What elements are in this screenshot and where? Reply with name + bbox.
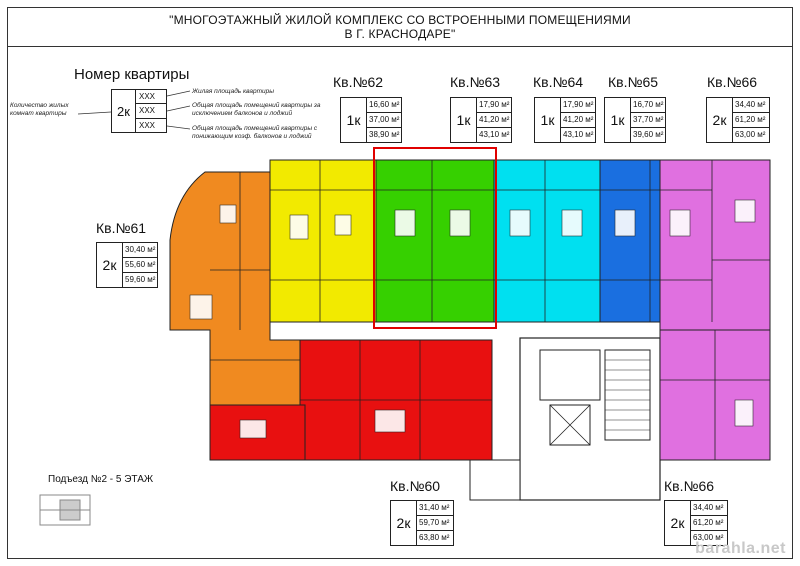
apartment-64-total-coef: 43,10 м² — [563, 130, 594, 139]
apartment-65-living: 16,70 м² — [631, 98, 665, 113]
stairwell — [539, 349, 601, 401]
apartment-62-rooms: 1к — [341, 98, 367, 142]
watermark: barahla.net — [695, 540, 786, 557]
legend-note-3: Общая площадь помещений квартиры с пониж… — [192, 125, 318, 140]
highlight-frame — [373, 147, 497, 329]
apartment-65-total: 37,70 м² — [631, 113, 665, 128]
apartment-66-rooms: 2к — [707, 98, 733, 142]
apartment-64-area — [493, 159, 601, 323]
legend-rooms-label: Количество жилых комнат квартиры — [10, 102, 69, 117]
apartment-66-lower-total-coef: 63,00 м² — [693, 533, 724, 542]
apartment-63-title: Кв.№63 — [450, 74, 501, 90]
apartment-64-rooms: 1к — [535, 98, 561, 142]
apartment-66-lower-rooms: 2к — [665, 501, 691, 545]
apartment-64-title: Кв.№64 — [533, 74, 584, 90]
apartment-63-total: 41,20 м² — [477, 113, 511, 128]
apartment-66-info: 2к 34,40 м² 61,20 м² 63,00 м² — [706, 97, 770, 143]
apartment-65-info: 1к 16,70 м² 37,70 м² 39,60 м² — [604, 97, 666, 143]
apartment-62-total: 37,00 м² — [367, 113, 401, 128]
apartment-63-info: 1к 17,90 м² 41,20 м² 43,10 м² — [450, 97, 512, 143]
apartment-65-rooms: 1к — [605, 98, 631, 142]
apartment-63-rooms: 1к — [451, 98, 477, 142]
legend-note-2: Общая площадь помещений квартиры за искл… — [192, 102, 321, 117]
apartment-60-rooms: 2к — [391, 501, 417, 545]
apartment-66-title: Кв.№66 — [707, 74, 758, 90]
apartment-66-lower-title: Кв.№66 — [664, 478, 715, 494]
apartment-66-total: 61,20 м² — [733, 113, 769, 128]
apartment-66-living: 34,40 м² — [733, 98, 769, 113]
legend-rooms: 2к — [112, 90, 136, 132]
legend-note-1: Жилая площадь квартиры — [192, 88, 275, 95]
page-title: "МНОГОЭТАЖНЫЙ ЖИЛОЙ КОМПЛЕКС СО ВСТРОЕНН… — [7, 7, 793, 47]
drawing-frame — [7, 7, 793, 559]
apartment-63-area — [375, 159, 495, 323]
apartment-61-rooms: 2к — [97, 243, 123, 287]
apartment-62-info: 1к 16,60 м² 37,00 м² 38,90 м² — [340, 97, 402, 143]
apartment-63-total-coef: 43,10 м² — [479, 130, 510, 139]
legend-placeholder: XXX — [136, 104, 166, 119]
title-line-1: "МНОГОЭТАЖНЫЙ ЖИЛОЙ КОМПЛЕКС СО ВСТРОЕНН… — [169, 13, 631, 27]
apartment-62-living: 16,60 м² — [367, 98, 401, 113]
apartment-62-total-coef: 38,90 м² — [369, 130, 400, 139]
legend-placeholder: XXX — [136, 90, 166, 105]
apartment-60-total-coef: 63,80 м² — [419, 533, 450, 542]
apartment-60-total: 59,70 м² — [417, 516, 453, 531]
apartment-60-info: 2к 31,40 м² 59,70 м² 63,80 м² — [390, 500, 454, 546]
apartment-63-living: 17,90 м² — [477, 98, 511, 113]
apartment-61-info: 2к 30,40 м² 55,60 м² 59,60 м² — [96, 242, 158, 288]
apartment-60-living: 31,40 м² — [417, 501, 453, 516]
apartment-65-title: Кв.№65 — [608, 74, 659, 90]
title-line-2: В Г. КРАСНОДАРЕ" — [344, 27, 456, 41]
apartment-62-title: Кв.№62 — [333, 74, 384, 90]
apartment-66-lower-living: 34,40 м² — [691, 501, 727, 516]
apartment-64-info: 1к 17,90 м² 41,20 м² 43,10 м² — [534, 97, 596, 143]
apartment-66-lower-info: 2к 34,40 м² 61,20 м² 63,00 м² — [664, 500, 728, 546]
apartment-66-total-coef: 63,00 м² — [735, 130, 766, 139]
apartment-64-living: 17,90 м² — [561, 98, 595, 113]
apartment-61-title: Кв.№61 — [96, 220, 147, 236]
apartment-65-total-coef: 39,60 м² — [633, 130, 664, 139]
legend-title: Номер квартиры — [74, 66, 190, 83]
legend-placeholder: XXX — [139, 120, 156, 130]
apartment-60-title: Кв.№60 — [390, 478, 441, 494]
apartment-61-total: 55,60 м² — [123, 258, 157, 273]
site-plan-icon — [39, 494, 91, 526]
apartment-64-total: 41,20 м² — [561, 113, 595, 128]
apartment-62-area — [269, 159, 377, 323]
entrance-label: Подъезд №2 - 5 ЭТАЖ — [48, 474, 154, 485]
apartment-61-total-coef: 59,60 м² — [125, 275, 156, 284]
legend-box: 2к XXX XXX XXX — [111, 89, 167, 133]
apartment-66-lower-total: 61,20 м² — [691, 516, 727, 531]
apartment-61-living: 30,40 м² — [123, 243, 157, 258]
